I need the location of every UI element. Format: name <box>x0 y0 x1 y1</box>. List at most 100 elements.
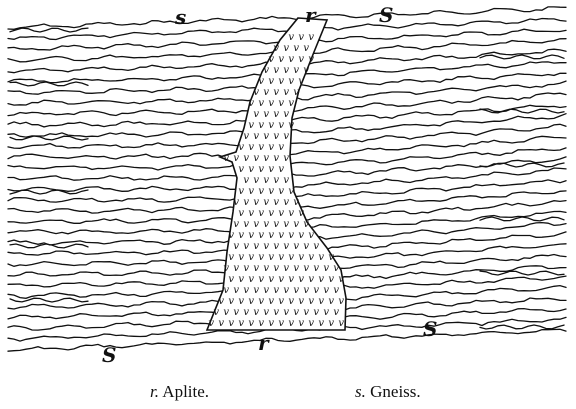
aplite-texture-mark: v <box>248 318 254 329</box>
foliation-wisp <box>10 28 88 32</box>
aplite-texture-mark: v <box>273 263 279 274</box>
aplite-texture-mark: v <box>263 175 269 186</box>
aplite-texture-mark: v <box>248 230 254 241</box>
aplite-texture-mark: v <box>288 274 294 285</box>
aplite-texture-mark: v <box>253 153 259 164</box>
aplite-texture-mark: v <box>278 252 284 263</box>
aplite-texture-mark: v <box>333 285 339 296</box>
aplite-texture-mark: v <box>338 274 344 285</box>
aplite-texture-mark: v <box>268 318 274 329</box>
aplite-texture-mark: v <box>268 142 274 153</box>
aplite-texture-mark: v <box>288 296 294 307</box>
aplite-texture-mark: v <box>223 263 229 274</box>
aplite-texture-mark: v <box>243 153 249 164</box>
aplite-texture-mark: v <box>258 120 264 131</box>
aplite-texture-mark: v <box>238 230 244 241</box>
aplite-texture-mark: v <box>278 98 284 109</box>
aplite-texture-mark: v <box>253 131 259 142</box>
aplite-texture-mark: v <box>263 131 269 142</box>
aplite-texture-mark: v <box>243 175 249 186</box>
aplite-texture-mark: v <box>258 318 264 329</box>
aplite-texture-mark: v <box>283 307 289 318</box>
aplite-texture-mark: v <box>318 296 324 307</box>
aplite-texture-mark: v <box>283 109 289 120</box>
aplite-texture-mark: v <box>283 175 289 186</box>
aplite-texture-mark: v <box>263 153 269 164</box>
aplite-texture-mark: v <box>248 208 254 219</box>
aplite-texture-mark: v <box>288 98 294 109</box>
aplite-texture-mark: v <box>238 164 244 175</box>
aplite-texture-mark: v <box>318 274 324 285</box>
aplite-texture-mark: v <box>338 296 344 307</box>
aplite-texture-mark: v <box>273 197 279 208</box>
aplite-texture-mark: v <box>288 120 294 131</box>
aplite-texture-mark: v <box>288 186 294 197</box>
aplite-texture-mark: v <box>238 296 244 307</box>
aplite-texture-mark: v <box>318 318 324 329</box>
aplite-texture-mark: v <box>323 263 329 274</box>
aplite-texture-mark: v <box>233 241 239 252</box>
aplite-texture-mark: v <box>308 54 314 65</box>
aplite-texture-mark: v <box>308 252 314 263</box>
aplite-texture-mark: v <box>248 98 254 109</box>
label-r-bottom: r <box>258 331 270 355</box>
aplite-texture-mark: v <box>228 296 234 307</box>
aplite-texture-mark: v <box>258 230 264 241</box>
aplite-texture-mark: v <box>303 65 309 76</box>
aplite-texture-mark: v <box>263 87 269 98</box>
aplite-texture-mark: v <box>298 296 304 307</box>
aplite-texture-mark: v <box>273 307 279 318</box>
foliation-wisp <box>480 271 564 275</box>
aplite-texture-mark: v <box>268 76 274 87</box>
aplite-texture-mark: v <box>338 318 344 329</box>
aplite-texture-mark: v <box>278 142 284 153</box>
label-s-top-left: s <box>174 5 186 29</box>
aplite-texture-mark: v <box>243 131 249 142</box>
aplite-texture-mark: v <box>283 219 289 230</box>
aplite-texture-mark: v <box>248 252 254 263</box>
aplite-texture-mark: v <box>283 43 289 54</box>
aplite-texture-mark: v <box>243 197 249 208</box>
aplite-texture-mark: v <box>283 197 289 208</box>
aplite-texture-mark: v <box>223 285 229 296</box>
aplite-texture-mark: v <box>278 54 284 65</box>
aplite-texture-mark: v <box>298 76 304 87</box>
aplite-texture-mark: v <box>233 263 239 274</box>
aplite-texture-mark: v <box>283 241 289 252</box>
aplite-texture-mark: v <box>258 98 264 109</box>
aplite-texture-mark: v <box>263 219 269 230</box>
aplite-texture-mark: v <box>293 43 299 54</box>
aplite-texture-mark: v <box>278 164 284 175</box>
aplite-texture-mark: v <box>248 120 254 131</box>
aplite-texture-mark: v <box>268 98 274 109</box>
aplite-texture-mark: v <box>323 307 329 318</box>
aplite-texture-mark: v <box>238 186 244 197</box>
aplite-texture-mark: v <box>328 318 334 329</box>
aplite-texture-mark: v <box>303 263 309 274</box>
aplite-texture-mark: v <box>253 175 259 186</box>
aplite-texture-mark: v <box>268 252 274 263</box>
aplite-texture-mark: v <box>268 54 274 65</box>
aplite-texture-mark: v <box>243 263 249 274</box>
aplite-texture-mark: v <box>293 307 299 318</box>
aplite-texture-mark: v <box>273 87 279 98</box>
aplite-texture-mark: v <box>263 263 269 274</box>
aplite-texture-mark: v <box>283 131 289 142</box>
aplite-texture-mark: v <box>298 54 304 65</box>
aplite-texture-mark: v <box>268 230 274 241</box>
aplite-texture-mark: v <box>268 274 274 285</box>
aplite-texture-mark: v <box>333 263 339 274</box>
aplite-texture-mark: v <box>248 274 254 285</box>
caption-gneiss: s. Gneiss. <box>355 382 421 402</box>
aplite-texture-mark: v <box>293 219 299 230</box>
aplite-texture-mark: v <box>228 318 234 329</box>
aplite-texture-mark: v <box>318 252 324 263</box>
aplite-texture-mark: v <box>238 318 244 329</box>
aplite-texture-mark: v <box>328 252 334 263</box>
aplite-texture-mark: v <box>278 120 284 131</box>
aplite-texture-mark: v <box>283 65 289 76</box>
aplite-texture-mark: v <box>288 208 294 219</box>
aplite-texture-mark: v <box>253 263 259 274</box>
aplite-texture-mark: v <box>248 186 254 197</box>
